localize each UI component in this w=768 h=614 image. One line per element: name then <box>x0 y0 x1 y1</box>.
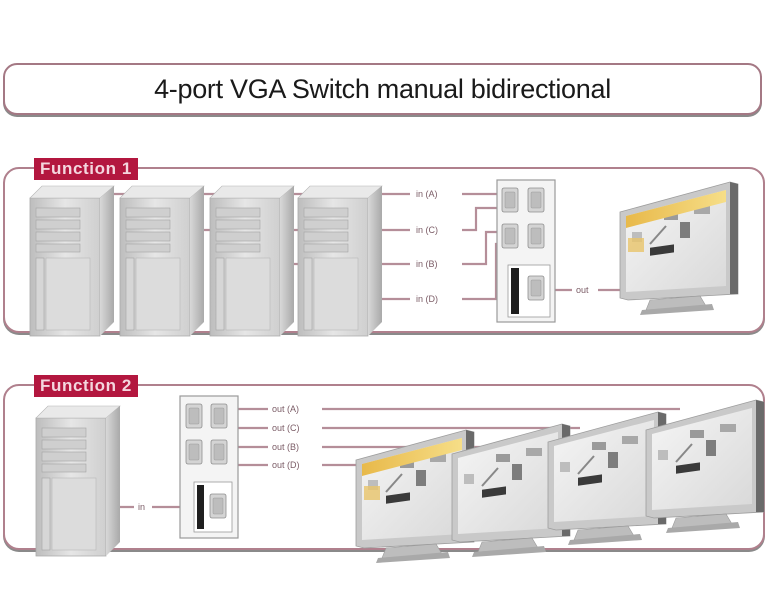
computer-tower-3 <box>209 185 295 337</box>
function-1-label: Function 1 <box>34 158 138 180</box>
output-label: out <box>576 285 589 295</box>
vga-switch-1 <box>496 179 556 323</box>
monitor-1 <box>620 182 738 315</box>
computer-tower-2 <box>119 185 205 337</box>
diagram-title: 4-port VGA Switch manual bidirectional <box>154 73 611 104</box>
title-banner: 4-port VGA Switch manual bidirectional <box>3 63 762 115</box>
output-label-d: out (D) <box>272 460 300 470</box>
vga-switch-2 <box>179 395 239 539</box>
input-label-d: in (D) <box>416 294 438 304</box>
computer-tower-1 <box>29 185 115 337</box>
output-label-a: out (A) <box>272 404 299 414</box>
computer-tower-single <box>35 405 121 557</box>
output-label-b: out (B) <box>272 442 299 452</box>
input-label: in <box>138 502 145 512</box>
input-label-b: in (B) <box>416 259 438 269</box>
input-label-a: in (A) <box>416 189 438 199</box>
output-label-c: out (C) <box>272 423 300 433</box>
function-2-label: Function 2 <box>34 375 138 397</box>
computer-tower-4 <box>297 185 383 337</box>
input-label-c: in (C) <box>416 225 438 235</box>
